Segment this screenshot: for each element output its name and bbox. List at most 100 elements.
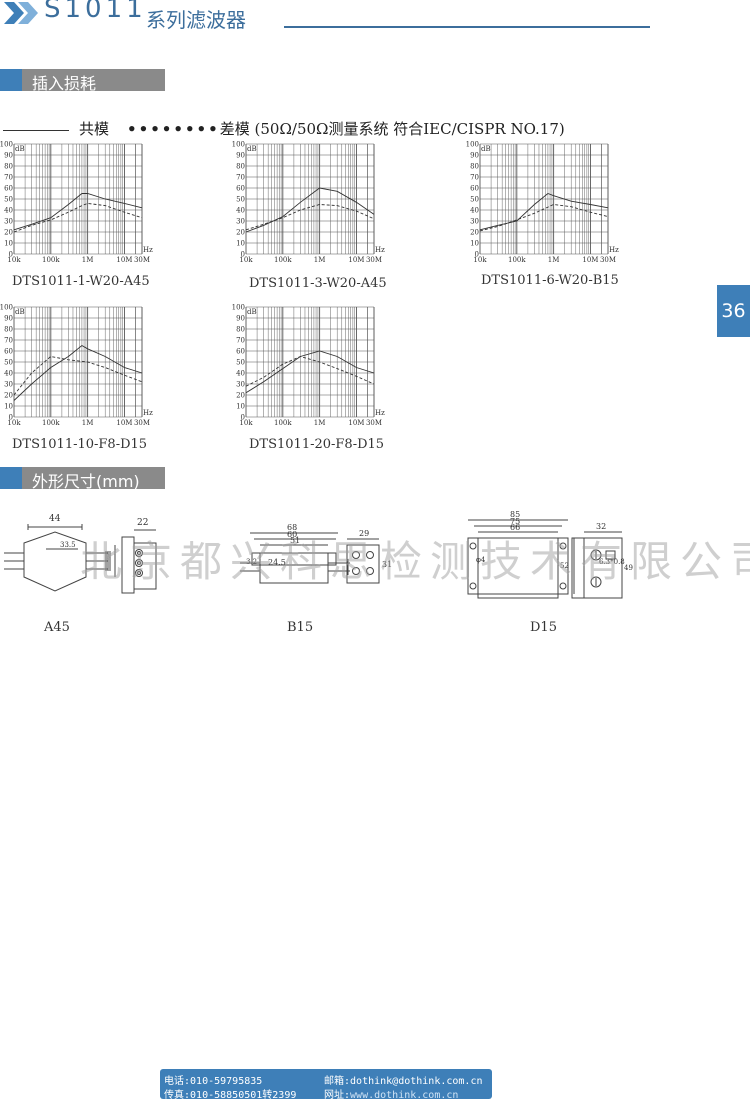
y-tick-label: 50 [4,359,13,367]
email-link[interactable]: dothink@dothink.com.cn [350,1076,483,1087]
dim-value: 75 [510,517,521,526]
y-tick-label: 30 [4,381,13,389]
series-name: 系列滤波器 [146,8,246,32]
y-tick-label: 80 [4,326,13,334]
dim-value: 32 [596,522,607,531]
series-differential-mode [245,356,375,387]
y-tick-label: 30 [236,218,245,226]
x-axis-unit: Hz [143,246,153,254]
solid-line-sample [3,129,69,131]
y-tick-label: 0 [241,414,245,422]
x-tick-label: 1M [314,256,326,264]
x-tick-label: 100k [508,256,526,264]
y-tick-label: 60 [236,185,245,193]
y-tick-label: 50 [236,196,245,204]
y-tick-label: 0 [9,414,13,422]
contact-footer: 电话:010-59795835 传真:010-58850501转2399 邮箱:… [160,1069,492,1101]
dim-value: 66 [510,523,521,532]
x-tick-label: 1M [82,256,94,264]
y-axis-unit: dB [15,145,25,153]
dim-value: 29 [359,529,370,538]
phone-label: 电话: [164,1076,191,1087]
y-tick-label: 90 [4,152,13,160]
y-tick-label: 0 [241,251,245,259]
chart-grid [13,143,143,255]
dim-value: 24.5 [268,558,286,567]
y-tick-label: 70 [4,174,13,182]
x-tick-label: 100k [274,419,292,427]
dim-value: 68 [287,523,298,532]
web-link[interactable]: www.dothink.com.cn [350,1090,459,1101]
x-tick-label: 30M [366,419,382,427]
series-differential-mode [13,356,143,396]
x-tick-label: 30M [134,256,150,264]
legend-common-mode: 共模 [79,120,110,138]
chart-grid [245,306,375,418]
series-common-mode [13,193,143,231]
series-common-mode [245,187,375,233]
y-tick-label: 70 [236,337,245,345]
dim-value: 85 [510,510,521,519]
x-tick-label: 10k [7,256,21,264]
web-label: 网址: [324,1090,351,1101]
x-axis-unit: Hz [143,409,153,417]
x-tick-label: 100k [42,256,60,264]
y-tick-label: 100 [0,304,13,312]
y-tick-label: 10 [236,403,245,411]
y-tick-label: 80 [4,163,13,171]
y-tick-label: 10 [236,240,245,248]
watermark: 北京都兴科思检测技术有限公司 [80,537,750,586]
y-tick-label: 90 [236,315,245,323]
chart-grid [13,306,143,418]
y-tick-label: 20 [236,229,245,237]
y-tick-label: 70 [470,174,479,182]
chart-grid [245,143,375,255]
y-tick-label: 0 [475,251,479,259]
y-tick-label: 30 [236,381,245,389]
x-tick-label: 10k [473,256,487,264]
y-tick-label: 30 [470,218,479,226]
phone-value: 010-59795835 [190,1076,263,1087]
y-tick-label: 80 [470,163,479,171]
y-tick-label: 0 [9,251,13,259]
x-tick-label: 30M [134,419,150,427]
dim-value: 22 [137,518,149,528]
section-insertion-loss: 插入损耗 [0,69,165,93]
legend-differential-mode: 差模 [219,120,250,138]
dim-value: 52 [560,562,569,570]
y-tick-label: 20 [4,392,13,400]
dim-value: 33.5 [60,541,76,549]
y-tick-label: 80 [236,326,245,334]
dotted-line-sample: •••••••• [127,120,220,138]
x-tick-label: 30M [600,256,616,264]
y-tick-label: 40 [4,370,13,378]
x-tick-label: 100k [274,256,292,264]
section-title: 插入损耗 [32,74,97,93]
y-tick-label: 50 [470,196,479,204]
x-tick-label: 10M [348,256,364,264]
y-tick-label: 40 [236,370,245,378]
x-tick-label: 10k [7,419,21,427]
y-tick-label: 90 [470,152,479,160]
y-tick-label: 60 [4,348,13,356]
header-rule [284,26,650,28]
y-tick-label: 100 [0,141,13,149]
y-tick-label: 40 [4,207,13,215]
y-axis-unit: dB [15,308,25,316]
y-tick-label: 10 [4,240,13,248]
series-common-mode [245,350,375,394]
x-tick-label: 1M [548,256,560,264]
y-tick-label: 60 [470,185,479,193]
x-tick-label: 10k [239,419,253,427]
dim-value: 60 [287,530,298,539]
dim-value: 3.2 [246,558,258,566]
y-tick-label: 20 [236,392,245,400]
y-tick-label: 40 [470,207,479,215]
fax-value: 010-58850501转2399 [190,1090,297,1101]
y-tick-label: 100 [466,141,479,149]
drawing-a45: 44 22 33.5 [0,514,175,609]
legend-note: (50Ω/50Ω测量系统 符合IEC/CISPR NO.17) [254,120,565,138]
